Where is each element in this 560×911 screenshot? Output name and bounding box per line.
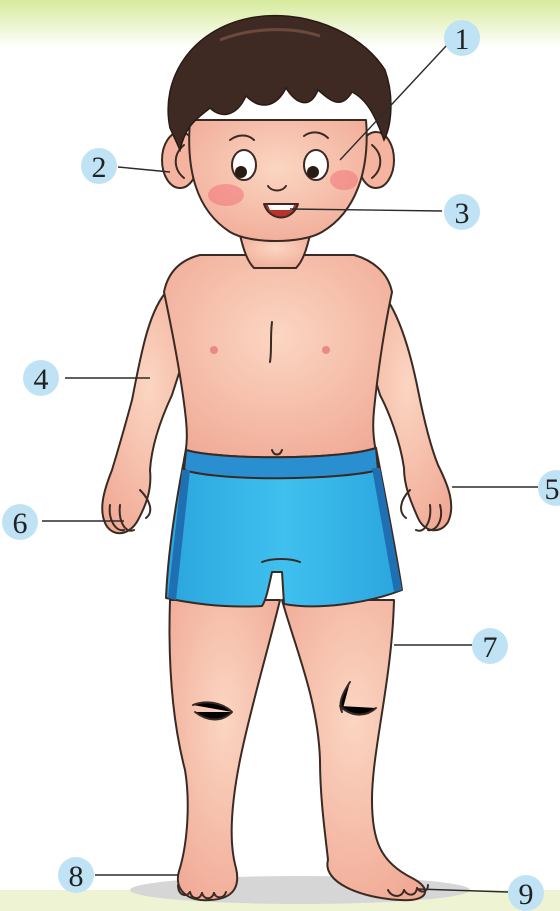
svg-text:5: 5 <box>545 473 560 506</box>
torso <box>164 255 392 460</box>
label-5: 5 <box>538 470 560 506</box>
child-figure <box>102 16 451 901</box>
svg-text:8: 8 <box>69 860 84 893</box>
svg-text:2: 2 <box>92 151 107 184</box>
svg-text:1: 1 <box>455 23 470 56</box>
label-8: 8 <box>58 857 94 893</box>
left-nipple <box>210 346 218 354</box>
label-2: 2 <box>81 148 117 184</box>
svg-text:7: 7 <box>483 631 498 664</box>
svg-text:3: 3 <box>455 197 470 230</box>
left-pupil <box>235 166 247 178</box>
label-4: 4 <box>23 360 59 396</box>
label-7: 7 <box>472 628 508 664</box>
svg-text:4: 4 <box>34 363 49 396</box>
label-1: 1 <box>444 20 480 56</box>
left-cheek <box>208 184 244 206</box>
label-6: 6 <box>2 504 38 540</box>
left-leg <box>170 600 280 900</box>
right-pupil <box>307 166 319 178</box>
svg-text:6: 6 <box>13 507 28 540</box>
right-nipple <box>322 346 330 354</box>
label-9: 9 <box>508 875 544 911</box>
right-cheek <box>330 170 358 190</box>
label-3: 3 <box>444 194 480 230</box>
svg-text:9: 9 <box>519 878 534 911</box>
